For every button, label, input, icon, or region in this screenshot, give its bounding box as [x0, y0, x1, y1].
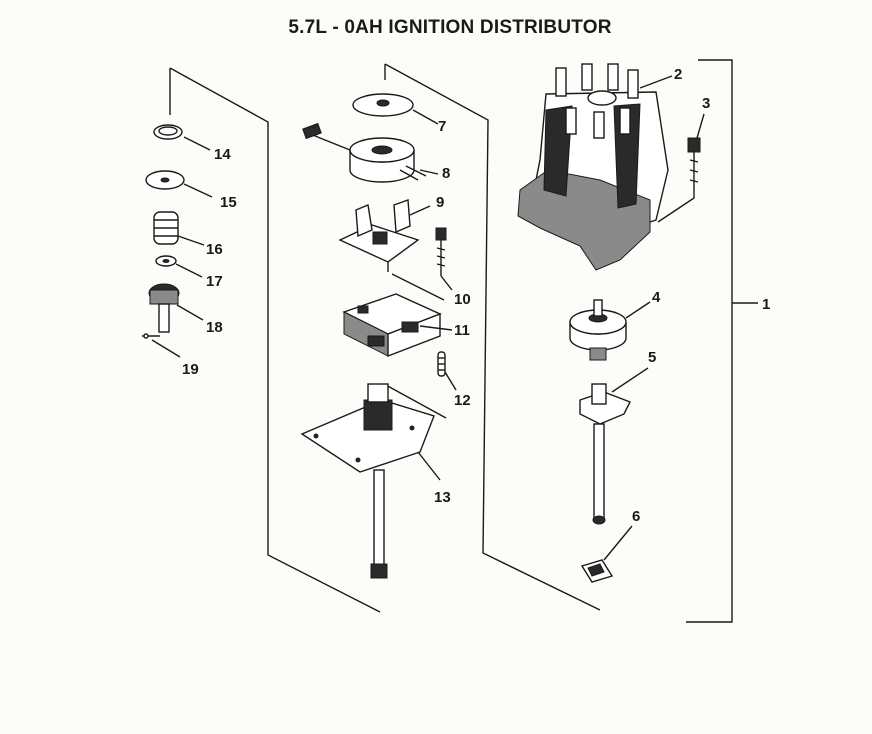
callout-17: 17: [206, 273, 223, 290]
callout-1: 1: [762, 296, 770, 313]
callout-7: 7: [438, 118, 446, 135]
callout-2: 2: [674, 66, 682, 83]
callout-9: 9: [436, 194, 444, 211]
callout-5: 5: [648, 349, 656, 366]
spring-part: [153, 211, 205, 246]
callout-18: 18: [206, 319, 223, 336]
ignition-module-part: [342, 293, 453, 358]
small-washer-part: [155, 255, 203, 278]
rotor-part: [569, 299, 651, 361]
callout-8: 8: [442, 165, 450, 182]
pole-plate-part: [352, 93, 439, 125]
callout-10: 10: [454, 291, 471, 308]
callout-16: 16: [206, 241, 223, 258]
drive-gear-part: [148, 283, 204, 333]
roll-pin-part: [142, 333, 181, 358]
callout-19: 19: [182, 361, 199, 378]
group-bracket-left: [169, 67, 381, 613]
cap-screw-part: [657, 113, 705, 223]
pickup-coil-part: [302, 122, 439, 183]
group-bracket-middle: [384, 63, 601, 611]
callout-11: 11: [454, 322, 470, 339]
callout-14: 14: [214, 146, 231, 163]
distributor-cap-part: [517, 63, 673, 271]
mounting-screw-part: [391, 227, 453, 301]
spring-clip-part: [383, 351, 457, 419]
seal-ring-part: [153, 124, 211, 151]
tanged-washer-part: [145, 170, 213, 198]
reluctor-shaft-part: [579, 367, 649, 525]
callout-15: 15: [220, 194, 237, 211]
group-bracket-right: [686, 59, 758, 623]
callout-13: 13: [434, 489, 451, 506]
retainer-bracket-part: [338, 199, 431, 272]
callout-6: 6: [632, 508, 640, 525]
diagram-title: 5.7L - 0AH IGNITION DISTRIBUTOR: [288, 17, 612, 38]
callout-3: 3: [702, 95, 710, 112]
callout-4: 4: [652, 289, 661, 306]
distributor-housing-part: [300, 383, 441, 579]
shaft-clip-part: [580, 525, 633, 583]
callout-12: 12: [454, 392, 471, 409]
